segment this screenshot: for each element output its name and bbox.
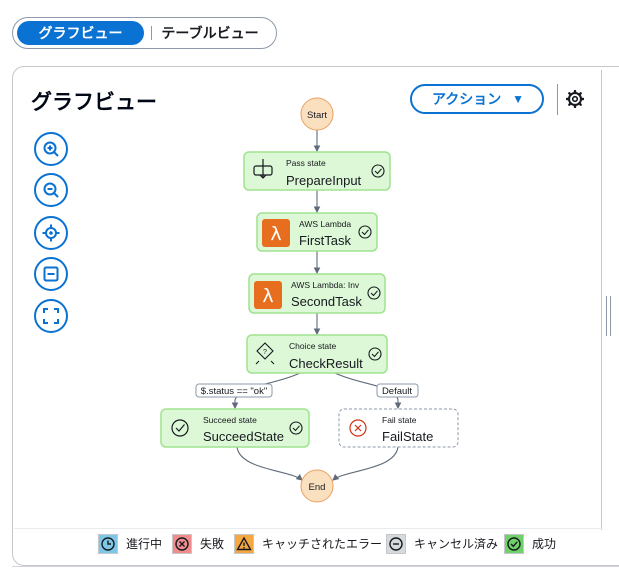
svg-text:Succeed state: Succeed state bbox=[203, 415, 257, 425]
resize-handle[interactable] bbox=[606, 296, 612, 336]
svg-text:SucceedState: SucceedState bbox=[203, 429, 284, 444]
zoom-out-icon bbox=[43, 182, 59, 198]
svg-text:PrepareInput: PrepareInput bbox=[286, 173, 362, 188]
state-node-check-result[interactable]: ? Choice state CheckResult bbox=[246, 334, 388, 374]
legend-label: 進行中 bbox=[126, 537, 163, 551]
fail-icon bbox=[349, 419, 367, 437]
caret-down-icon: ▼ bbox=[512, 92, 524, 106]
state-node-succeed-state[interactable]: Succeed state SucceedState bbox=[160, 408, 310, 448]
edge-label-default: Default bbox=[376, 383, 419, 398]
panel-divider bbox=[601, 70, 602, 530]
legend-swatch-failed bbox=[172, 534, 192, 554]
svg-text:CheckResult: CheckResult bbox=[289, 356, 363, 371]
pass-state-icon bbox=[253, 159, 273, 179]
success-check-icon bbox=[358, 225, 372, 239]
choice-icon: ? bbox=[255, 342, 275, 365]
svg-text:λ: λ bbox=[270, 223, 281, 245]
actions-label: アクション bbox=[432, 91, 502, 107]
actions-dropdown-button[interactable]: アクション ▼ bbox=[410, 84, 544, 114]
success-check-icon bbox=[367, 286, 381, 300]
legend-swatch-in-progress bbox=[98, 534, 118, 554]
header-divider bbox=[557, 84, 558, 115]
svg-text:End: End bbox=[309, 482, 326, 493]
center-icon bbox=[42, 224, 60, 242]
svg-text:?: ? bbox=[263, 349, 267, 356]
svg-text:$.status == "ok": $.status == "ok" bbox=[201, 386, 267, 397]
svg-text:Pass state: Pass state bbox=[286, 158, 326, 168]
svg-text:Default: Default bbox=[382, 386, 412, 397]
success-check-icon bbox=[368, 347, 382, 361]
toggle-divider bbox=[151, 26, 152, 40]
gear-icon[interactable] bbox=[565, 89, 585, 109]
svg-text:SecondTask: SecondTask bbox=[291, 294, 362, 309]
svg-text:AWS Lambda: AWS Lambda bbox=[299, 219, 351, 229]
fullscreen-button[interactable] bbox=[34, 299, 68, 333]
succeed-icon bbox=[171, 419, 189, 437]
state-node-prepare-input[interactable]: Pass state PrepareInput bbox=[243, 151, 391, 191]
legend-label: 成功 bbox=[532, 537, 557, 551]
legend-swatch-succeeded bbox=[504, 534, 524, 554]
state-node-fail-state[interactable]: Fail state FailState bbox=[338, 408, 459, 448]
panel-title: グラフビュー bbox=[31, 91, 157, 114]
view-toggle: グラフビュー テーブルビュー bbox=[12, 17, 277, 49]
cancel-icon bbox=[389, 537, 403, 551]
svg-text:Fail state: Fail state bbox=[382, 415, 417, 425]
footer-divider bbox=[12, 566, 619, 567]
zoom-in-icon bbox=[43, 141, 59, 157]
state-node-first-task[interactable]: λ AWS Lambda FirstTask bbox=[256, 212, 378, 252]
warning-icon bbox=[236, 536, 252, 551]
legend-label: キャンセル済み bbox=[414, 537, 499, 551]
success-check-icon bbox=[371, 164, 385, 178]
lambda-icon: λ bbox=[254, 281, 282, 309]
zoom-out-button[interactable] bbox=[34, 173, 68, 207]
fit-icon bbox=[43, 266, 59, 282]
lambda-icon: λ bbox=[262, 219, 290, 247]
graph-view-tab[interactable]: グラフビュー bbox=[17, 21, 144, 45]
svg-text:Choice state: Choice state bbox=[289, 341, 337, 351]
center-graph-button[interactable] bbox=[34, 216, 68, 250]
end-node[interactable]: End bbox=[300, 469, 334, 503]
check-circle-icon bbox=[507, 537, 521, 551]
legend-swatch-cancelled bbox=[386, 534, 406, 554]
clock-icon bbox=[101, 537, 115, 551]
legend-label: キャッチされたエラー bbox=[262, 537, 383, 551]
fit-graph-button[interactable] bbox=[34, 257, 68, 291]
graph-edges bbox=[231, 130, 402, 481]
svg-text:Start: Start bbox=[307, 110, 327, 121]
legend-divider bbox=[14, 528, 602, 529]
svg-text:AWS Lambda: Inv: AWS Lambda: Inv bbox=[291, 280, 360, 290]
legend-label: 失敗 bbox=[200, 537, 225, 551]
error-icon bbox=[175, 537, 189, 551]
success-check-icon bbox=[289, 421, 303, 435]
svg-text:FirstTask: FirstTask bbox=[299, 233, 352, 248]
edge-label-ok: $.status == "ok" bbox=[195, 383, 273, 398]
fullscreen-icon bbox=[43, 308, 59, 324]
start-node[interactable]: Start bbox=[300, 97, 334, 131]
state-node-second-task[interactable]: λ AWS Lambda: Inv SecondTask bbox=[248, 273, 386, 314]
svg-text:FailState: FailState bbox=[382, 429, 433, 444]
table-view-tab[interactable]: テーブルビュー bbox=[161, 25, 259, 41]
legend-swatch-caught-error bbox=[234, 534, 254, 554]
svg-text:λ: λ bbox=[262, 285, 273, 307]
zoom-in-button[interactable] bbox=[34, 132, 68, 166]
